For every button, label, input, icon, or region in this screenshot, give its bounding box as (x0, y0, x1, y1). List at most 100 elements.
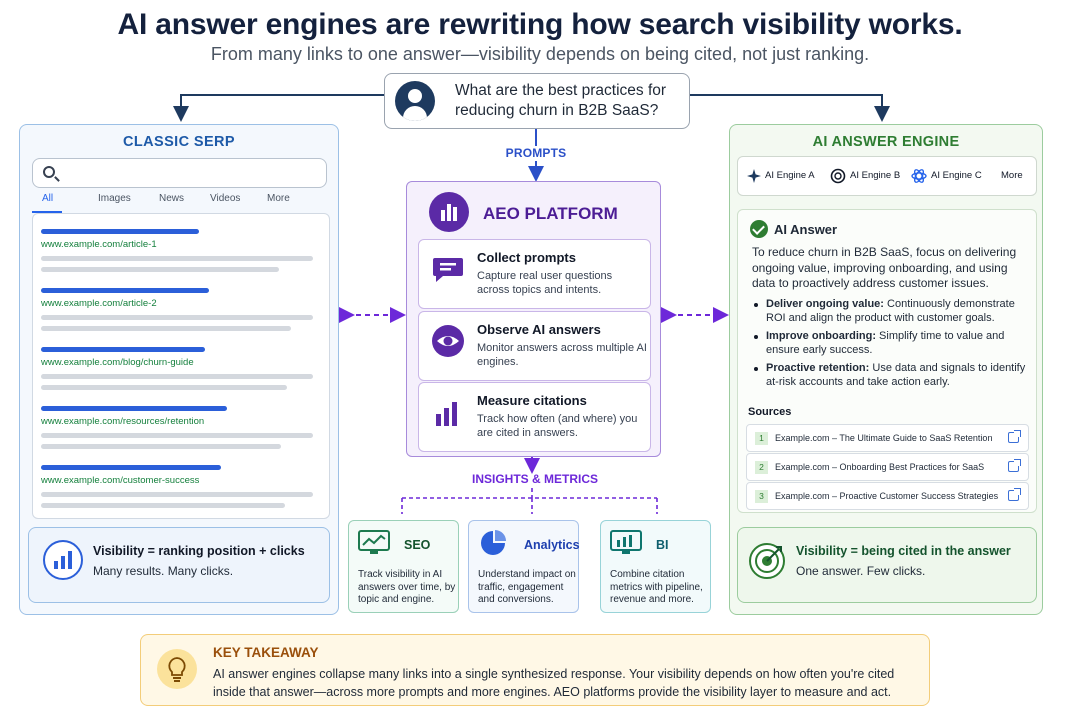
engine-tab-more[interactable]: More (1001, 170, 1023, 181)
engine-tab-c[interactable]: AI Engine C (931, 170, 982, 181)
step-description: Monitor answers across multiple AI engin… (477, 342, 647, 368)
key-takeaway-title: KEY TAKEAWAY (213, 645, 319, 660)
source-item-2[interactable]: 2 Example.com – Onboarding Best Practice… (746, 453, 1029, 481)
sources-title: Sources (748, 406, 792, 418)
result-snippet-line (41, 385, 287, 390)
classic-serp-panel: CLASSIC SERP All Images News Videos More… (19, 124, 339, 615)
ai-answer-bullets: Deliver ongoing value: Continuously demo… (752, 298, 1034, 394)
source-number: 1 (755, 432, 768, 445)
engine-visibility-card: Visibility = being cited in the answer O… (737, 527, 1037, 603)
page-title: AI answer engines are rewriting how sear… (117, 8, 963, 41)
ai-answer-bullet: Deliver ongoing value: Continuously demo… (752, 298, 1034, 325)
serp-tab-images[interactable]: Images (98, 193, 131, 204)
insight-bi-card: BI Combine citation metrics with pipelin… (600, 520, 711, 613)
serp-tab-all[interactable]: All (42, 193, 54, 204)
external-link-icon[interactable] (1008, 459, 1021, 472)
insight-analytics-card: Analytics Understand impact on traffic, … (468, 520, 580, 613)
sparkle-icon (747, 169, 761, 183)
source-text[interactable]: Example.com – Proactive Customer Success… (775, 491, 999, 501)
result-snippet-line (41, 503, 285, 508)
user-query-bubble: What are the best practices for reducing… (384, 73, 690, 129)
result-url[interactable]: www.example.com/blog/churn-guide (41, 357, 194, 368)
insights-branch-lines (401, 488, 658, 514)
aeo-platform-panel: AEO PLATFORM Collect prompts Capture rea… (406, 181, 661, 457)
serp-tabs: All Images News Videos More (32, 193, 327, 213)
serp-result-4[interactable]: www.example.com/resources/retention (41, 406, 323, 449)
result-snippet-line (41, 326, 291, 331)
user-avatar-icon (395, 81, 435, 121)
ai-answer-bullet: Improve onboarding: Simplify time to val… (752, 330, 1034, 357)
insights-metrics-label: INSIGHTS & METRICS (471, 472, 598, 486)
source-item-3[interactable]: 3 Example.com – Proactive Customer Succe… (746, 482, 1029, 510)
source-item-1[interactable]: 1 Example.com – The Ultimate Guide to Sa… (746, 424, 1029, 452)
ai-answer-card: AI Answer To reduce churn in B2B SaaS, f… (737, 209, 1037, 513)
insight-title: SEO (404, 538, 431, 552)
search-icon (43, 166, 55, 178)
result-title-bar (41, 406, 227, 411)
source-text[interactable]: Example.com – Onboarding Best Practices … (775, 462, 985, 472)
key-takeaway-banner: KEY TAKEAWAY AI answer engines collapse … (140, 634, 930, 706)
aeo-platform-title: AEO PLATFORM (483, 204, 618, 223)
source-number: 3 (755, 490, 768, 503)
key-takeaway-body: AI answer engines collapse many links in… (213, 667, 895, 699)
serp-search-bar[interactable] (32, 158, 327, 188)
result-snippet-line (41, 433, 313, 438)
serp-result-5[interactable]: www.example.com/customer-success (41, 465, 323, 508)
serp-visibility-subtitle: Many results. Many clicks. (93, 564, 234, 578)
serp-visibility-title: Visibility = ranking position + clicks (93, 544, 305, 558)
serp-tab-videos[interactable]: Videos (210, 193, 241, 204)
check-circle-icon (750, 220, 768, 238)
ai-answer-bullet: Proactive retention: Use data and signal… (752, 362, 1034, 389)
serp-tab-more[interactable]: More (267, 193, 290, 204)
external-link-icon[interactable] (1008, 430, 1021, 443)
result-url[interactable]: www.example.com/article-1 (41, 239, 157, 250)
analytics-chart-icon (429, 192, 469, 232)
classic-serp-title: CLASSIC SERP (123, 134, 235, 150)
result-url[interactable]: www.example.com/customer-success (41, 475, 200, 486)
serp-result-2[interactable]: www.example.com/article-2 (41, 288, 323, 331)
insight-title: Analytics (524, 538, 580, 552)
pie-chart-icon (481, 530, 506, 555)
engine-tab-b[interactable]: AI Engine B (850, 170, 901, 181)
serp-active-tab-indicator (32, 211, 62, 213)
result-snippet-line (41, 374, 313, 379)
insight-description: Understand impact on traffic, engagement… (478, 569, 576, 605)
serp-result-1[interactable]: www.example.com/article-1 (41, 229, 323, 272)
result-url[interactable]: www.example.com/resources/retention (41, 416, 205, 427)
serp-visibility-card: Visibility = ranking position + clicks M… (28, 527, 330, 603)
source-text[interactable]: Example.com – The Ultimate Guide to SaaS… (775, 433, 993, 443)
result-url[interactable]: www.example.com/article-2 (41, 298, 157, 309)
step-title: Collect prompts (477, 250, 576, 265)
prompts-label: PROMPTS (505, 146, 567, 160)
serp-tab-news[interactable]: News (159, 193, 185, 204)
monitor-trend-icon (358, 530, 390, 554)
query-to-engine-arrow (690, 94, 890, 122)
serp-result-3[interactable]: www.example.com/blog/churn-guide (41, 347, 323, 390)
openai-knot-icon (830, 168, 846, 184)
eye-icon (432, 325, 464, 357)
serp-results-list: www.example.com/article-1 www.example.co… (32, 213, 330, 519)
target-icon (749, 543, 785, 579)
result-snippet-line (41, 492, 313, 497)
result-snippet-line (41, 256, 313, 261)
source-number: 2 (755, 461, 768, 474)
external-link-icon[interactable] (1008, 488, 1021, 501)
ai-answer-engine-panel: AI ANSWER ENGINE AI Engine A AI Engine B… (729, 124, 1043, 615)
result-title-bar (41, 229, 199, 234)
atom-icon (911, 169, 927, 183)
result-title-bar (41, 347, 205, 352)
page-subtitle: From many links to one answer—visibility… (210, 44, 870, 64)
engine-tab-a[interactable]: AI Engine A (765, 170, 815, 181)
ai-answer-intro: To reduce churn in B2B SaaS, focus on de… (752, 245, 1017, 290)
engine-visibility-subtitle: One answer. Few clicks. (796, 564, 926, 578)
result-snippet-line (41, 267, 279, 272)
result-title-bar (41, 465, 221, 470)
user-query-text: What are the best practices for reducing… (455, 82, 667, 119)
step-description: Track how often (and where) you are cite… (477, 413, 638, 439)
bar-chart-icon (436, 402, 457, 426)
bar-chart-icon (43, 540, 83, 580)
step-description: Capture real user questions across topic… (477, 270, 613, 296)
insight-title: BI (656, 538, 669, 552)
step-title: Measure citations (477, 393, 587, 408)
ai-answer-title: AI Answer (774, 222, 838, 237)
